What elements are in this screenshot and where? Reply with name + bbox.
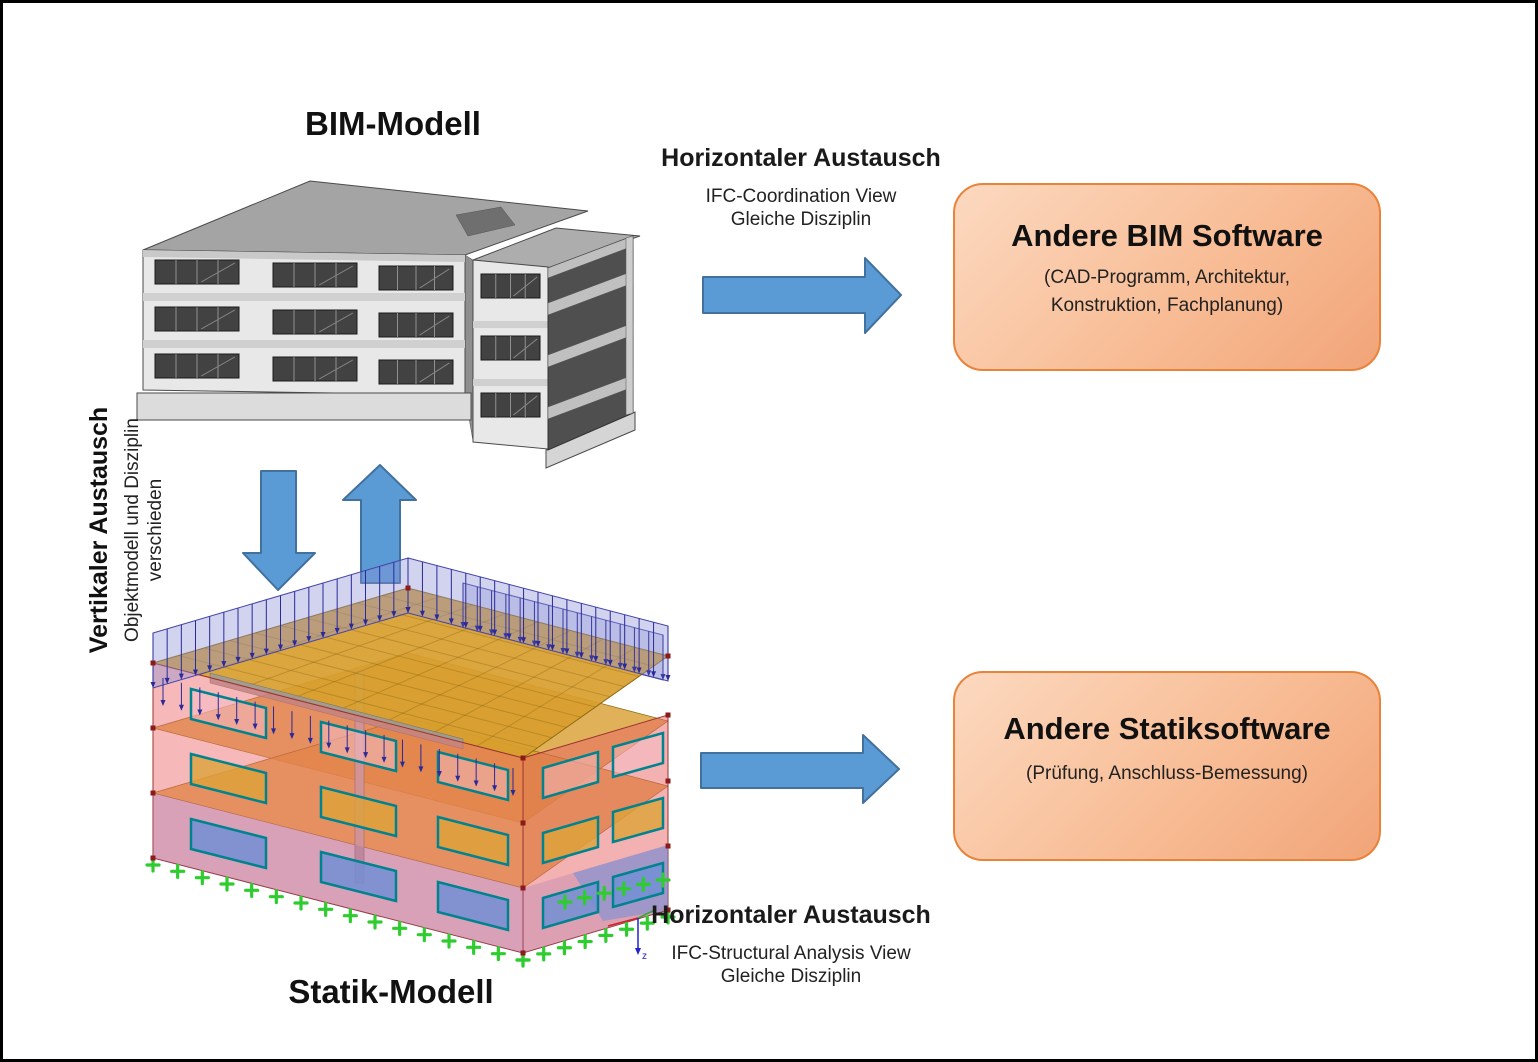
arrow-right-top-icon	[702, 257, 902, 334]
statik-nodes	[150, 585, 671, 956]
bim-model-title: BIM-Modell	[305, 105, 481, 142]
arrow-down-icon	[242, 470, 316, 591]
statik-model-3d: z	[145, 557, 676, 968]
box-statik-subtitle: (Prüfung, Anschluss-Bemessung)	[1026, 763, 1308, 784]
statik-axes-icon: z	[607, 909, 656, 962]
horizontal-exchange-bottom-line2: Gleiche Disziplin	[720, 966, 862, 987]
horizontal-exchange-top-line2: Gleiche Disziplin	[730, 209, 872, 230]
arrow-right-bottom-icon	[700, 734, 900, 804]
box-bim-subtitle-line1: (CAD-Programm, Architektur,	[1044, 267, 1290, 288]
statik-windows	[189, 687, 665, 932]
arrow-up-icon	[342, 464, 417, 584]
box-andere-bim-software: Andere BIM Software (CAD-Programm, Archi…	[953, 183, 1381, 371]
horizontal-exchange-top-line1: IFC-Coordination View	[705, 186, 897, 207]
horizontal-exchange-bottom-title: Horizontaler Austausch	[651, 901, 931, 929]
bim-plinth	[136, 392, 636, 469]
box-bim-subtitle-line2: Konstruktion, Fachplanung)	[1050, 295, 1284, 316]
horizontal-exchange-bottom: Horizontaler Austausch IFC-Structural An…	[613, 901, 969, 988]
horizontal-exchange-top: Horizontaler Austausch IFC-Coordination …	[623, 144, 979, 231]
statik-roof-beam	[209, 672, 464, 750]
box-bim-subtitle: (CAD-Programm, Architektur, Konstruktion…	[955, 264, 1379, 320]
box-bim-title: Andere BIM Software	[1011, 218, 1323, 253]
box-andere-statiksoftware: Andere Statiksoftware (Prüfung, Anschlus…	[953, 671, 1381, 861]
axis-z-label: z	[642, 951, 647, 962]
bim-annex-open-side	[547, 235, 634, 451]
statik-load-arrows	[150, 558, 671, 796]
bim-model-3d	[136, 180, 641, 469]
bim-windows	[154, 259, 541, 418]
box-statik-title: Andere Statiksoftware	[1003, 711, 1331, 746]
horizontal-exchange-top-title: Horizontaler Austausch	[661, 144, 941, 172]
vertical-exchange-title: Vertikaler Austausch	[85, 406, 113, 654]
statik-supports	[145, 857, 676, 968]
statik-model-title: Statik-Modell	[288, 973, 494, 1010]
horizontal-exchange-bottom-line1: IFC-Structural Analysis View	[671, 943, 911, 964]
